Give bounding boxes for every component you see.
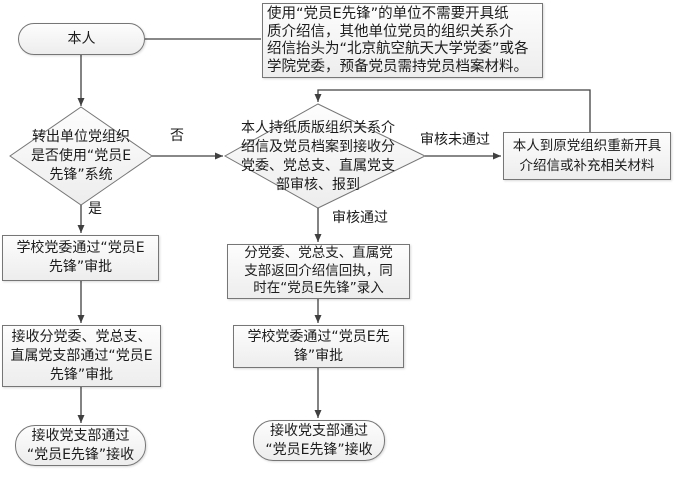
edge-label-no: 否 [170, 128, 184, 144]
edge-label-review-pass: 审核通过 [332, 210, 388, 226]
school-committee-approve-mid-box: 学校党委通过“党员E先 锋”审批 [233, 325, 404, 368]
edge-label-review-fail: 审核未通过 [420, 132, 490, 148]
note-box: 使用“党员E先锋”的单位不需要开具纸 质介绍信，其他单位党员的组织关系介 绍信抬… [262, 3, 543, 78]
receive-branch-approve-box: 接收分党委、党总支、 直属党支部通过“党员E 先锋”审批 [2, 325, 161, 387]
start-node: 本人 [18, 23, 145, 55]
decision-diamond-transfer-unit [9, 106, 153, 206]
school-committee-approve-left-box: 学校党委通过“党员E 先锋”审批 [2, 235, 159, 281]
edge-label-yes: 是 [88, 201, 102, 217]
decision-diamond-review [223, 103, 427, 209]
return-receipt-box: 分党委、党总支、直属党 支部返回介绍信回执，同 时在“党员E先锋”录入 [227, 244, 410, 299]
reissue-letter-box: 本人到原党组织重新开具 介绍信或补充相关材料 [503, 132, 671, 180]
connector-reissue-feedback [314, 89, 591, 132]
end-node-mid: 接收党支部通过 “党员E先锋”接收 [253, 420, 385, 461]
end-node-left: 接收党支部通过 “党员E先锋”接收 [15, 425, 146, 466]
